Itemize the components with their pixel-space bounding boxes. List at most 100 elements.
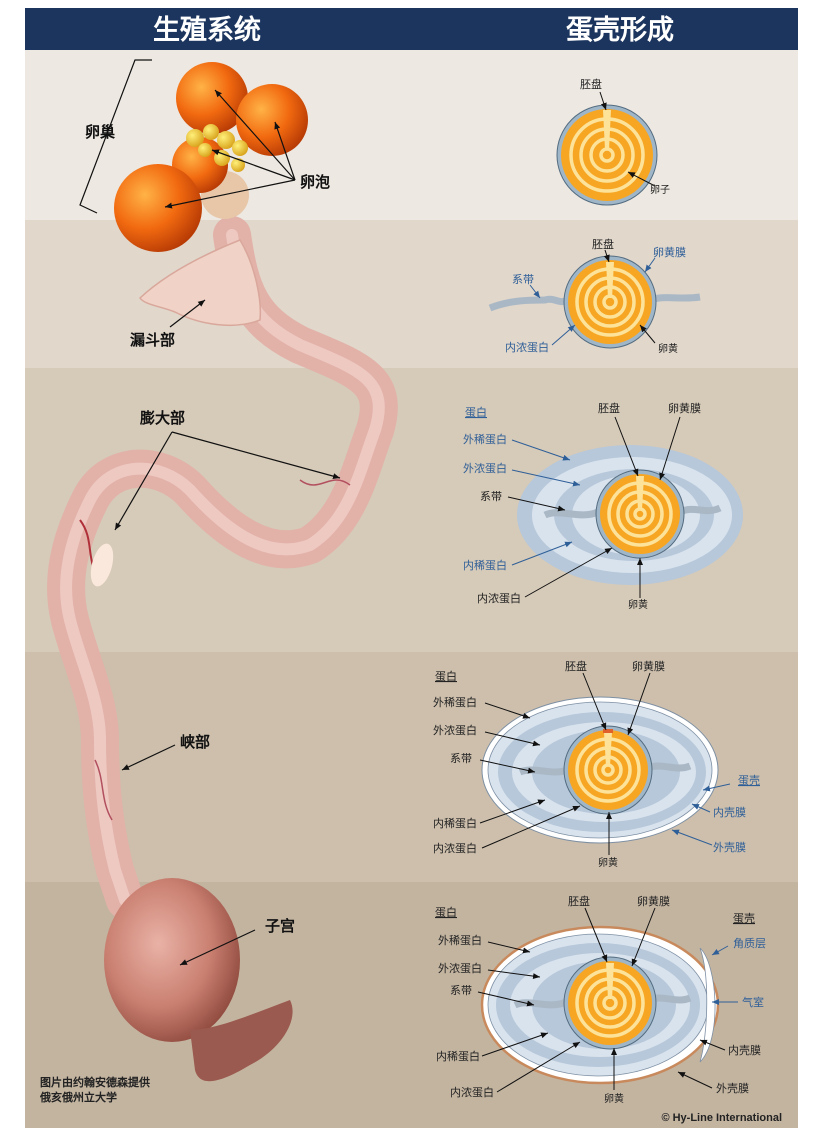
stage5-outer-thick: 外浓蛋白	[438, 961, 482, 975]
yolk	[568, 961, 652, 1045]
small-follicle	[198, 143, 212, 157]
infundibulum-label: 漏斗部	[130, 331, 175, 349]
stage4-outer-shell-membrane: 外壳膜	[713, 840, 746, 854]
stage3-outer-thick: 外浓蛋白	[463, 461, 507, 475]
germinal-disc-pointer	[599, 91, 607, 111]
stage5-outer-thin: 外稀蛋白	[438, 933, 482, 947]
uterus-pointer	[179, 929, 256, 966]
uterus-label: 子宫	[265, 917, 295, 935]
yolk	[568, 260, 652, 344]
small-follicle	[214, 150, 230, 166]
photo-credit-line2: 俄亥俄州立大学	[39, 1090, 117, 1104]
inner-shell-membrane-pointer	[691, 803, 711, 813]
stage3-yolk: 卵黄	[628, 598, 648, 611]
uterus-shape	[104, 878, 240, 1042]
stage5-cuticle: 角质层	[733, 937, 766, 950]
yolk	[600, 474, 680, 554]
yolk-pointer	[639, 324, 656, 344]
stage3-outer-thin: 外稀蛋白	[463, 432, 507, 446]
stage2-germinal-disc: 胚盘	[592, 237, 614, 251]
small-follicle	[203, 124, 219, 140]
inner-thin-pointer	[479, 799, 546, 824]
organ-annotations	[79, 59, 341, 966]
stage4-inner-shell-membrane: 内壳膜	[713, 805, 746, 819]
stage4-outer-thick: 外浓蛋白	[433, 723, 477, 737]
stage4-albumen: 蛋白	[435, 669, 457, 683]
germinal-disc-pointer	[584, 907, 608, 963]
ovarian-follicle	[236, 84, 308, 156]
stage4-outer-thin: 外稀蛋白	[433, 695, 477, 709]
ovary-bracket	[79, 59, 152, 214]
inner-thin-pointer	[481, 1032, 549, 1057]
small-follicle	[186, 129, 204, 147]
left-title: 生殖系统	[153, 14, 261, 46]
stage-1-ovum	[556, 91, 658, 206]
stage5-albumen: 蛋白	[435, 905, 457, 919]
stage2-chalaza: 系带	[512, 273, 534, 286]
germinal-disc-pointer	[614, 416, 639, 477]
stage4-yolk: 卵黄	[598, 856, 618, 869]
ovarian-follicle	[114, 164, 202, 252]
stage5-air-cell: 气室	[742, 995, 764, 1009]
inner-thick-pointer	[481, 805, 581, 849]
stage5-outer-shell-membrane: 外壳膜	[716, 1081, 749, 1095]
yolk	[568, 730, 648, 810]
vitelline-pointer	[659, 416, 681, 481]
stage1-germinal-disc: 胚盘	[580, 77, 602, 91]
blood-vessel	[299, 479, 351, 486]
vitelline-pointer	[644, 257, 656, 273]
latebra	[636, 476, 644, 510]
isthmus-pointer	[121, 744, 176, 771]
egg-in-magnum	[90, 543, 114, 587]
germinal-disc-pointer	[582, 672, 607, 731]
yolk	[561, 109, 653, 201]
stage3-germinal-disc: 胚盘	[598, 401, 620, 415]
stage5-shell: 蛋壳	[733, 911, 755, 925]
stage2-vitelline: 卵黄膜	[653, 245, 686, 259]
cuticle-pointer	[711, 945, 729, 956]
stage3-albumen: 蛋白	[465, 405, 487, 419]
magnum-label: 膨大部	[140, 409, 185, 427]
isthmus-label: 峡部	[180, 733, 210, 751]
chalaza-pointer	[529, 284, 541, 299]
latebra	[606, 262, 614, 298]
inner-thin-pointer	[511, 541, 573, 566]
latebra	[603, 110, 611, 150]
follicle-label: 卵泡	[300, 173, 330, 191]
stage5-germinal-disc: 胚盘	[568, 894, 590, 908]
stage3-inner-thin: 内稀蛋白	[463, 558, 507, 572]
stage-5-complete-egg	[480, 925, 720, 1085]
outer-thick-pointer	[484, 731, 541, 747]
blood-vessel	[94, 759, 113, 821]
inner-shell-membrane-pointer	[699, 1039, 726, 1051]
stage4-shell: 蛋壳	[738, 773, 760, 787]
stage4-inner-thick: 内浓蛋白	[433, 841, 477, 855]
follicle-pointer	[211, 149, 296, 181]
stage5-inner-thick: 内浓蛋白	[450, 1085, 494, 1099]
outer-shell-membrane-pointer	[671, 829, 713, 846]
outer-thick-pointer	[511, 469, 581, 487]
stage5-inner-thin: 内稀蛋白	[436, 1049, 480, 1063]
oviduct-tube-highlight	[60, 229, 385, 906]
chalaza-left	[543, 508, 600, 519]
stage-2-yolk	[488, 249, 701, 349]
shell-pointer	[702, 783, 731, 792]
vagina-tissue	[190, 1000, 293, 1082]
chalaza-pointer	[477, 991, 535, 1007]
follicle-pointer	[274, 121, 296, 181]
inner-thick-pointer	[524, 547, 613, 598]
outer-thin-pointer	[487, 941, 531, 954]
outer-thick-pointer	[487, 969, 541, 980]
reproductive-tract	[47, 62, 398, 1082]
photo-credit-line1: 图片由约翰安德森提供	[40, 1075, 150, 1089]
chalaza-right	[648, 293, 701, 304]
outer-thin-pointer	[484, 702, 531, 719]
ovary-label: 卵巢	[85, 123, 115, 141]
inner-thick-pointer	[496, 1041, 581, 1093]
ovum-pointer	[627, 171, 656, 187]
germinal-disc-pointer	[603, 249, 610, 263]
vitelline-pointer	[631, 907, 656, 967]
chalaza-right	[678, 504, 722, 516]
small-follicle	[231, 158, 245, 172]
infundibulum-pointer	[169, 299, 206, 328]
